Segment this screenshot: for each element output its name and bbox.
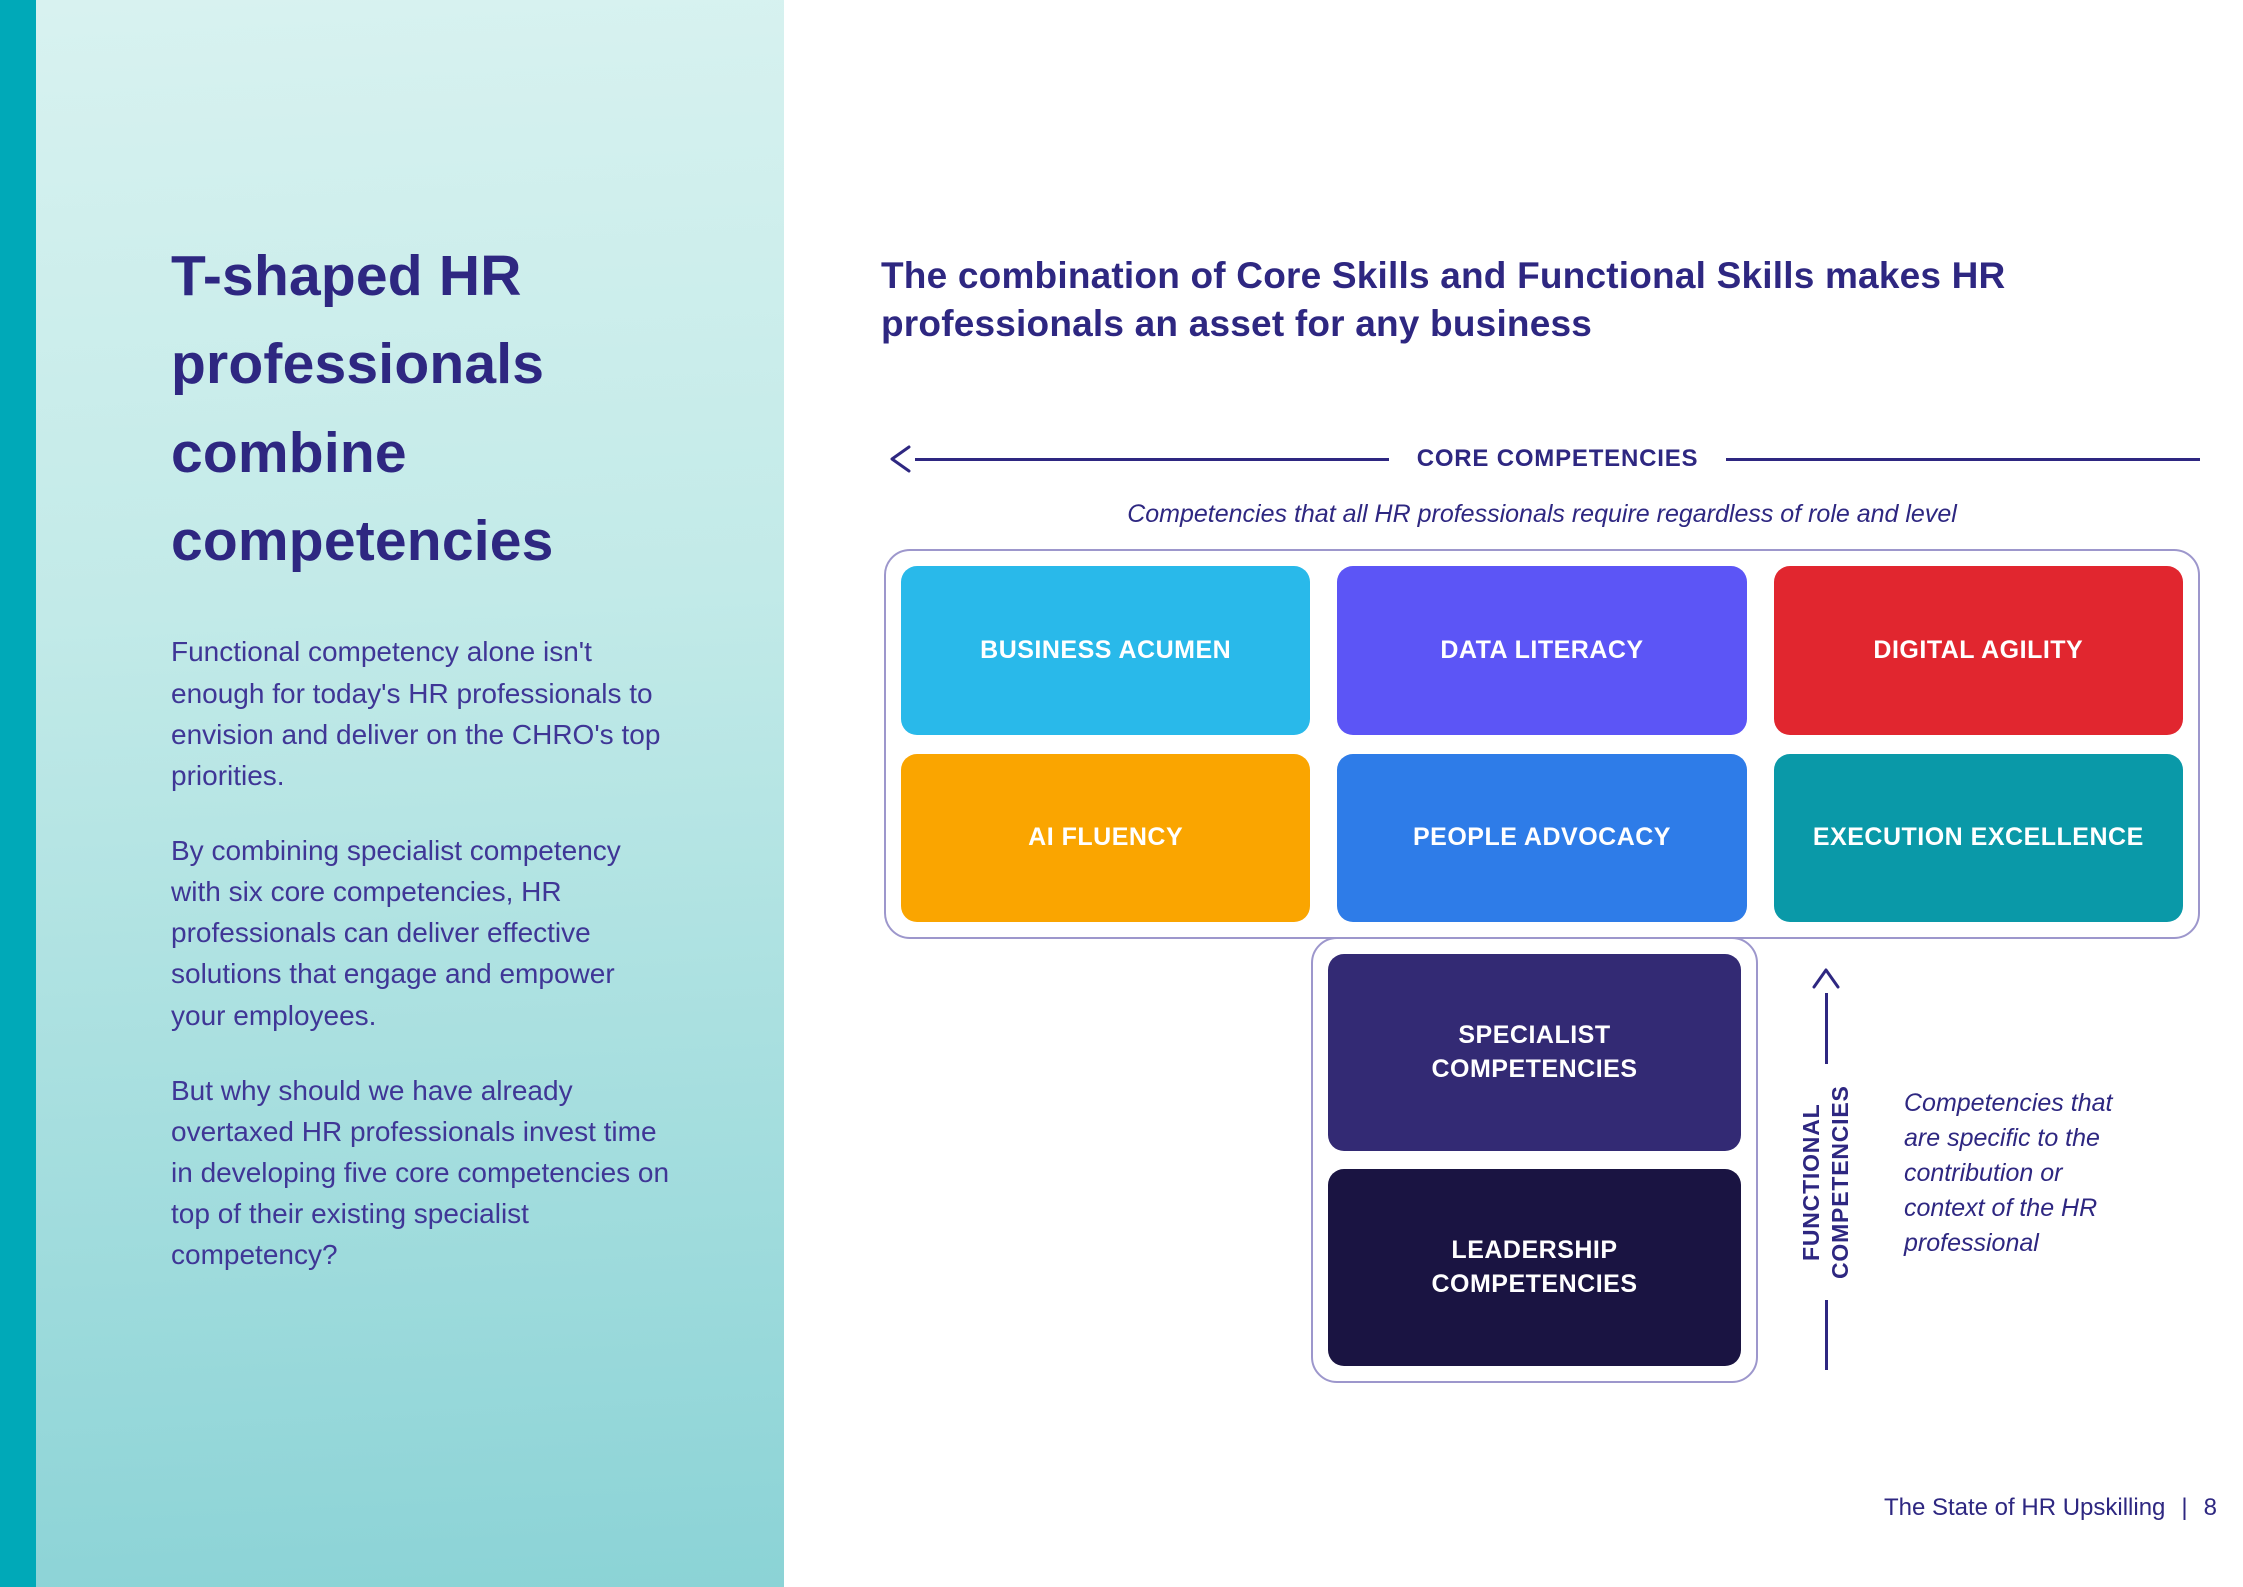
- page-title: T-shaped HR professionals combine compet…: [171, 244, 554, 574]
- competency-card-business-acumen: BUSINESS ACUMEN: [901, 566, 1311, 735]
- footer-separator: |: [2181, 1494, 2188, 1521]
- page-footer: The State of HR Upskilling | 8: [1884, 1494, 2217, 1522]
- accent-strip: [0, 0, 36, 1587]
- arrow-left-icon: [890, 445, 911, 473]
- competency-card-leadership: LEADERSHIP COMPETENCIES: [1328, 1169, 1741, 1366]
- competency-card-people-advocacy: PEOPLE ADVOCACY: [1337, 753, 1747, 922]
- sidebar: T-shaped HR professionals combine compet…: [36, 0, 784, 1587]
- competency-card-execution-excellence: EXECUTION EXCELLENCE: [1773, 753, 2183, 922]
- competency-card-digital-agility: DIGITAL AGILITY: [1773, 566, 2183, 735]
- axis-line-top: [1824, 993, 1828, 1064]
- competency-card-ai-fluency: AI FLUENCY: [901, 753, 1311, 922]
- axis-line-bottom: [1824, 1299, 1828, 1370]
- functional-competencies-label: FUNCTIONAL COMPETENCIES: [1798, 1084, 1853, 1279]
- report-title: The State of HR Upskilling: [1883, 1494, 2166, 1521]
- competency-card-specialist: SPECIALIST COMPETENCIES: [1328, 954, 1741, 1151]
- axis-line-right: [1726, 457, 2201, 461]
- section-title: The combination of Core Skills and Funct…: [881, 255, 2006, 345]
- functional-competencies-group: SPECIALIST COMPETENCIES LEADERSHIP COMPE…: [1311, 937, 1758, 1383]
- competency-card-data-literacy: DATA LITERACY: [1337, 566, 1747, 735]
- sidebar-paragraph-2: By combining specialist competency with …: [171, 835, 621, 1031]
- specialist-competencies-label: SPECIALIST COMPETENCIES: [1431, 1020, 1638, 1083]
- core-competencies-axis: CORE COMPETENCIES: [884, 441, 2201, 477]
- core-competencies-label: CORE COMPETENCIES: [1416, 445, 1699, 472]
- content-area: The combination of Core Skills and Funct…: [784, 0, 2243, 1587]
- functional-competencies-caption: Competencies that are specific to the co…: [1904, 1089, 2113, 1257]
- axis-line-left: [915, 457, 1389, 461]
- core-competencies-caption: Competencies that all HR professionals r…: [1127, 500, 1957, 528]
- leadership-competencies-label: LEADERSHIP COMPETENCIES: [1431, 1235, 1638, 1298]
- core-competencies-group: BUSINESS ACUMEN DATA LITERACY DIGITAL AG…: [884, 549, 2200, 939]
- sidebar-paragraph-3: But why should we have already overtaxed…: [171, 1074, 670, 1271]
- sidebar-paragraph-1: Functional competency alone isn't enough…: [171, 636, 661, 791]
- functional-competencies-axis: FUNCTIONAL COMPETENCIES: [1792, 962, 1860, 1370]
- arrow-up-icon: [1812, 968, 1840, 989]
- page-number: 8: [2203, 1494, 2217, 1521]
